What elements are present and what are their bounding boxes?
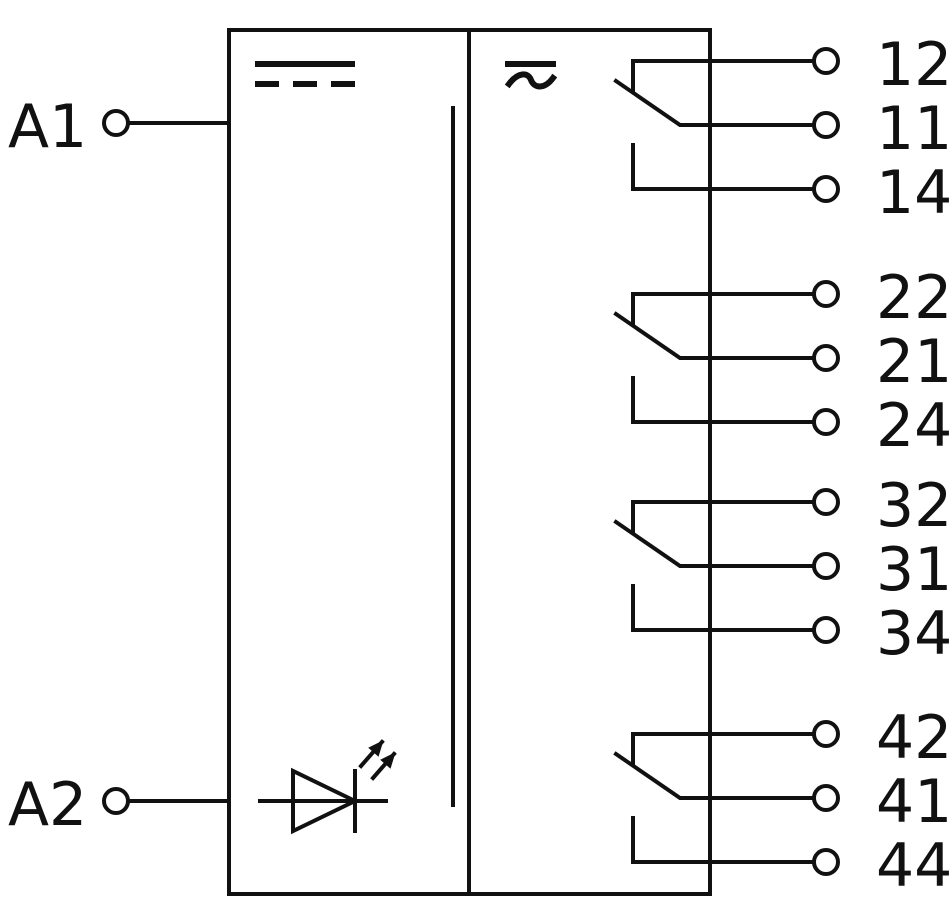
terminal-circle-icon — [812, 175, 840, 203]
terminal-circle-icon — [812, 784, 840, 812]
nc-wire — [631, 500, 816, 534]
terminal-circle-icon — [812, 344, 840, 372]
no-wire — [631, 143, 816, 191]
terminal-label-no: 14 — [876, 158, 950, 228]
terminal-circle-icon — [812, 720, 840, 748]
terminal-label-com: 31 — [876, 535, 950, 605]
nc-wire — [631, 732, 816, 766]
terminal-circle-icon — [812, 848, 840, 876]
terminal-label-nc: 22 — [876, 263, 950, 333]
terminal-circle-icon — [812, 111, 840, 139]
led-icon — [258, 739, 397, 835]
nc-wire — [631, 59, 816, 93]
switch-blade — [613, 519, 816, 568]
nc-wire — [631, 292, 816, 326]
terminal-label-nc: 12 — [876, 30, 950, 100]
contact-housing — [467, 28, 712, 896]
ac-dc-symbol-icon — [504, 61, 558, 90]
terminal-label-nc: 42 — [876, 703, 950, 773]
terminal-circle-icon — [812, 488, 840, 516]
terminal-label-nc: 32 — [876, 471, 950, 541]
terminal-label-com: 21 — [876, 327, 950, 397]
terminal-circle-icon — [812, 280, 840, 308]
terminal-label-com: 11 — [876, 94, 950, 164]
terminal-label-com: 41 — [876, 767, 950, 837]
terminal-circle-icon — [102, 109, 130, 137]
terminal-circle-icon — [812, 47, 840, 75]
terminal-label-no: 24 — [876, 391, 950, 461]
terminal-circle-icon — [812, 408, 840, 436]
no-wire — [631, 376, 816, 424]
switch-blade — [613, 78, 816, 127]
terminal-a2: A2 — [8, 770, 231, 840]
terminal-label-a1: A1 — [8, 92, 87, 162]
terminal-label-no: 34 — [876, 599, 950, 669]
terminal-label-a2: A2 — [8, 770, 87, 840]
coil-housing — [227, 28, 471, 896]
no-wire — [631, 816, 816, 864]
terminal-circle-icon — [812, 616, 840, 644]
terminal-a1: A1 — [8, 92, 231, 162]
dc-symbol-icon — [255, 61, 355, 87]
terminal-label-no: 44 — [876, 831, 950, 901]
switch-blade — [613, 311, 816, 360]
terminal-circle-icon — [102, 787, 130, 815]
coil-section: A1 A2 — [8, 28, 471, 896]
no-wire — [631, 584, 816, 632]
switch-blade — [613, 751, 816, 800]
terminal-circle-icon — [812, 552, 840, 580]
